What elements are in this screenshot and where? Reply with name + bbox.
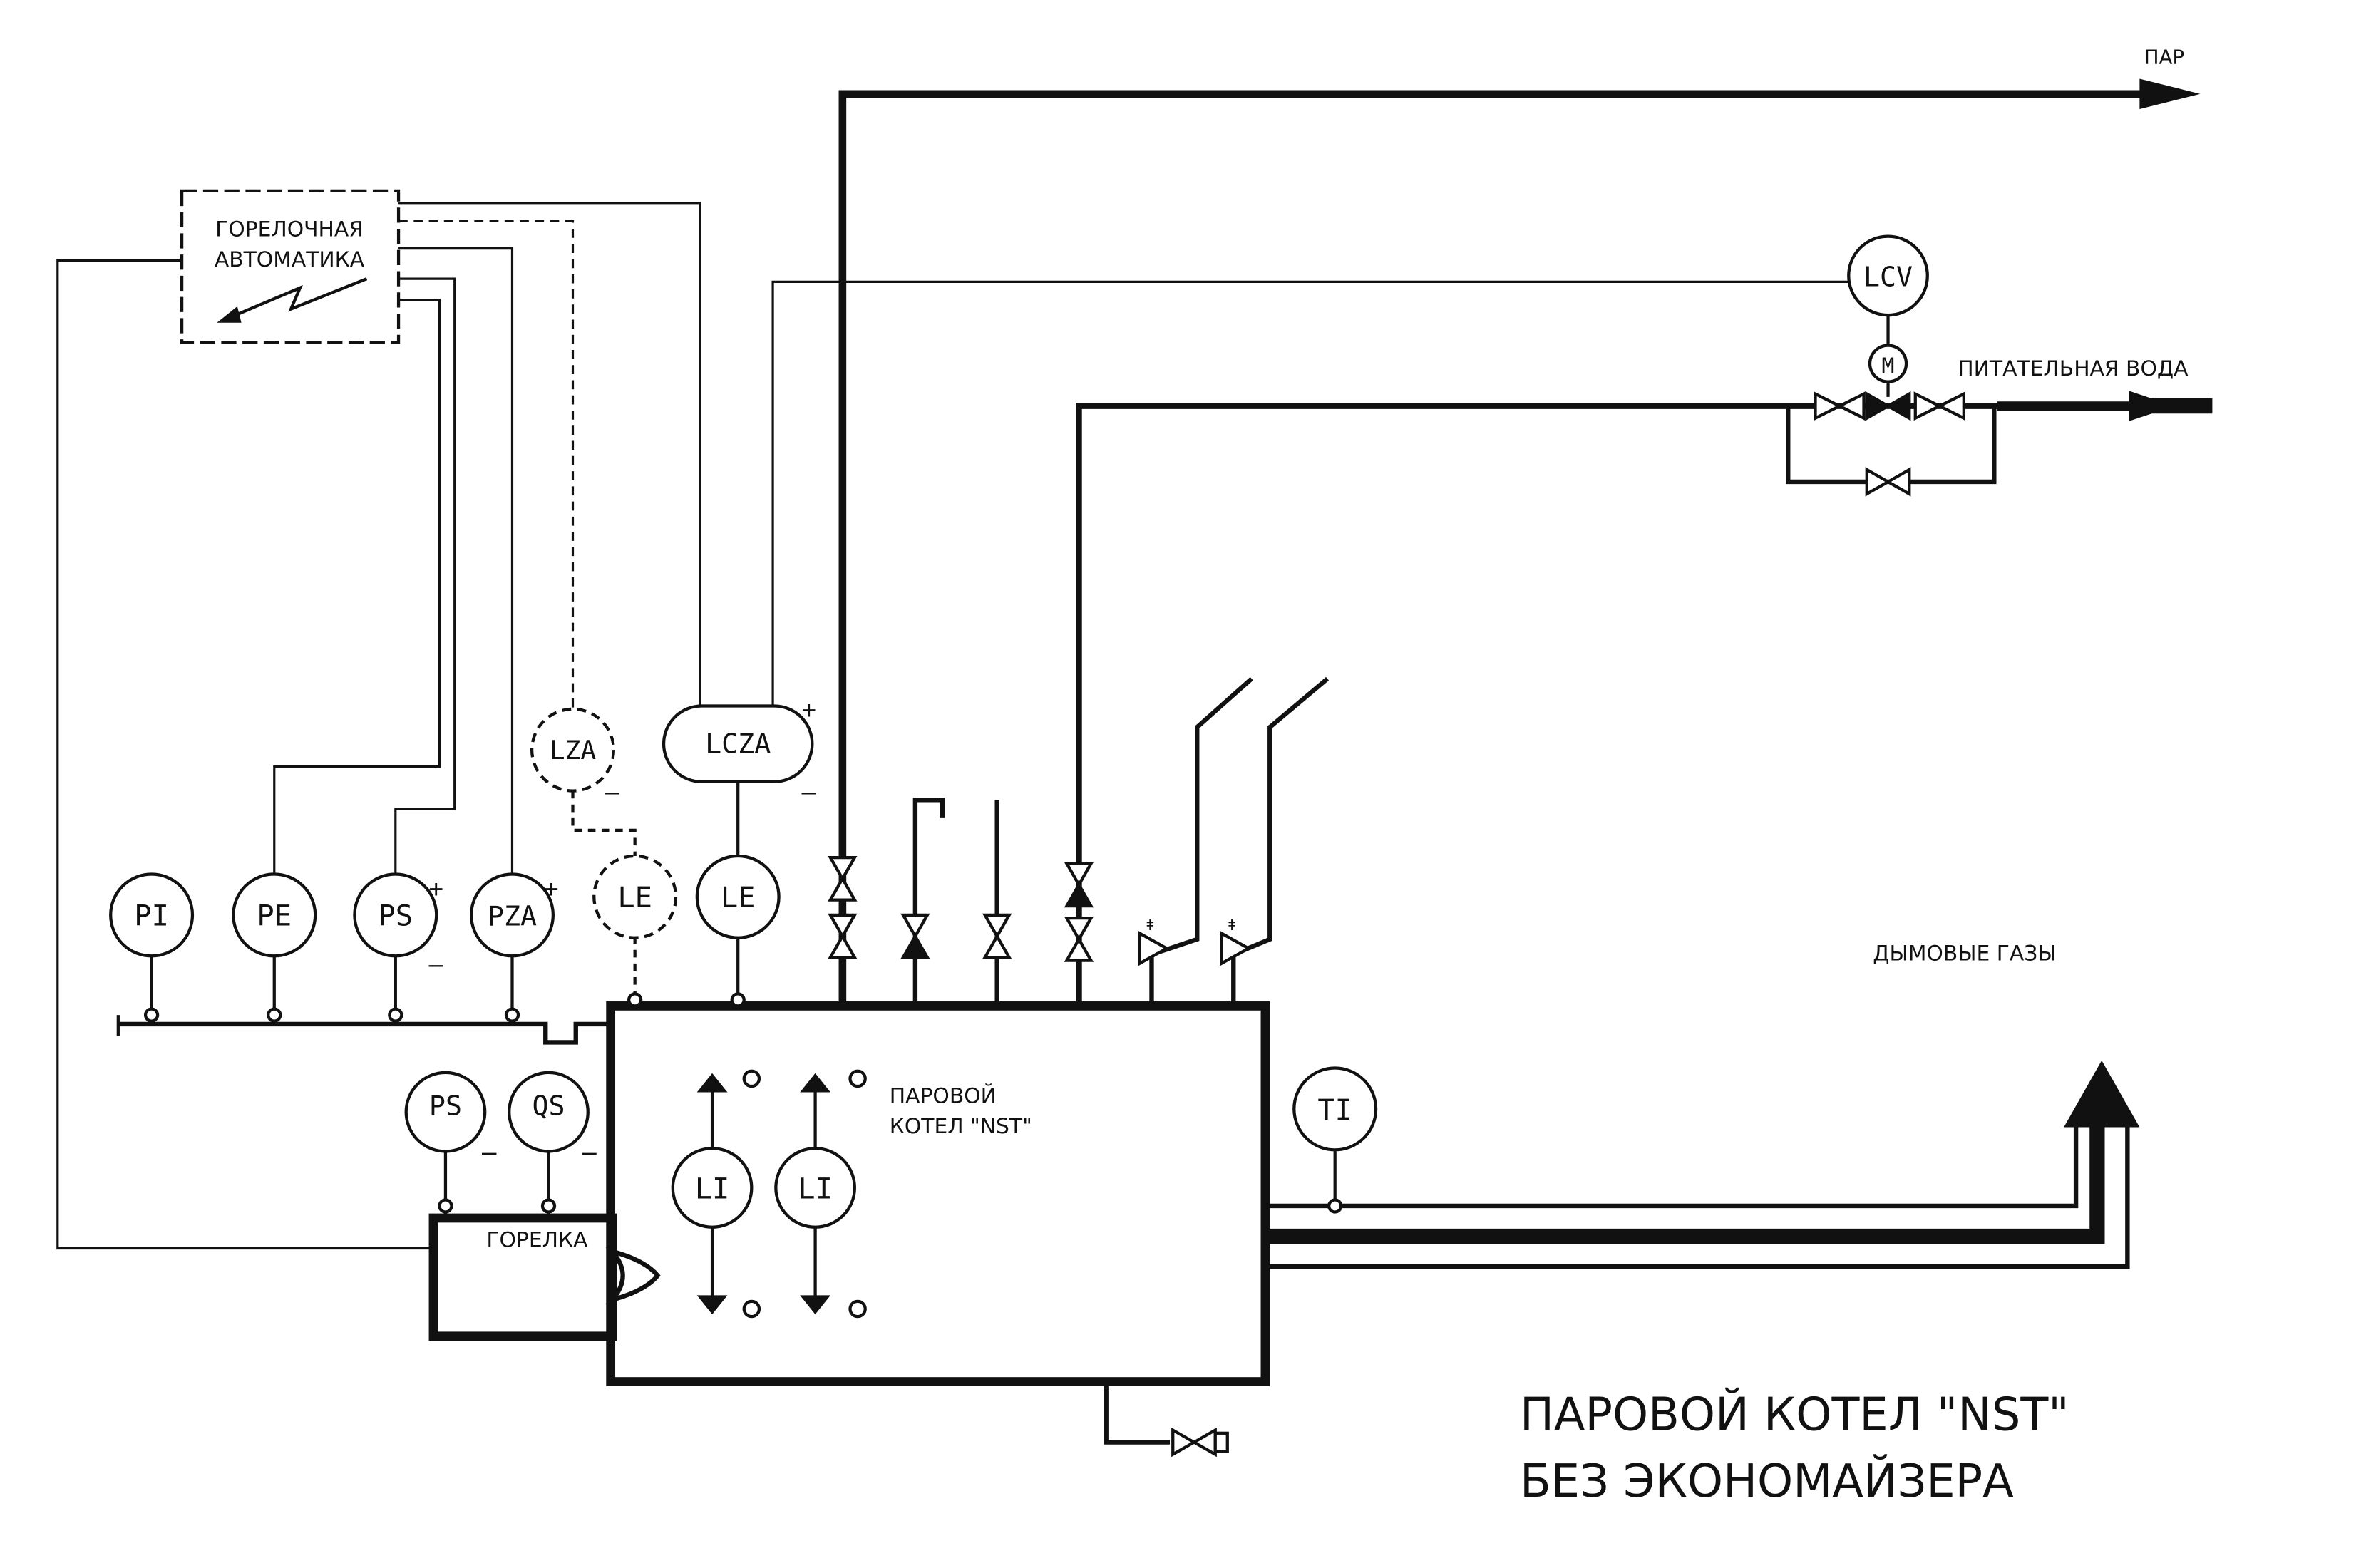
pe-tag: PE — [257, 899, 292, 933]
boiler-label-1: ПАРОВОЙ — [890, 1083, 997, 1108]
title-line-1: ПАРОВОЙ КОТЕЛ "NST" — [1520, 1388, 2069, 1442]
pi-tag: PI — [134, 899, 169, 933]
burner-label: ГОРЕЛКА — [486, 1227, 588, 1252]
ps-burner-instrument — [404, 1071, 487, 1218]
feedwater-line — [1076, 391, 2213, 1006]
lza-tag: LZA — [550, 735, 596, 765]
signal-lines — [56, 202, 701, 1250]
pza-instrument — [469, 872, 555, 1023]
safety-valve-spring-1: ǂ — [1146, 917, 1155, 934]
lza-instrument — [530, 707, 637, 856]
ps-burner-minus: – — [482, 1138, 497, 1167]
li-instrument-2 — [774, 1069, 867, 1319]
pza-plus: + — [544, 875, 558, 903]
le-tag: LE — [721, 881, 756, 914]
li-instrument-1 — [671, 1069, 761, 1319]
ti-instrument: TI — [1292, 1066, 1378, 1214]
le-instrument — [695, 781, 781, 1008]
feedwater-label: ПИТАТЕЛЬНАЯ ВОДА — [1958, 356, 2189, 381]
le-dashed-tag: LE — [617, 881, 652, 914]
burner-automation-box — [180, 189, 401, 344]
qs-tag: QS — [532, 1090, 565, 1122]
lcza-tag: LCZA — [705, 728, 771, 760]
boiler-nozzles — [912, 676, 1330, 1006]
pza-tag: PZA — [488, 901, 537, 933]
ps-burner-tag: PS — [429, 1090, 462, 1122]
ps-plus: + — [429, 875, 443, 903]
le-dashed-instrument — [592, 854, 678, 1008]
pi-instrument — [109, 872, 195, 1023]
feedwater-valves — [1814, 391, 1965, 497]
ps-minus: – — [429, 951, 444, 979]
automation-label-1: ГОРЕЛОЧНАЯ — [215, 217, 364, 242]
automation-label-2: АВТОМАТИКА — [215, 247, 365, 272]
lza-minus: – — [605, 778, 619, 806]
motor-tag: M — [1882, 354, 1895, 378]
title-line-2: БЕЗ ЭКОНОМАЙЗЕРА — [1520, 1454, 2014, 1508]
boiler-label-2: КОТЕЛ "NST" — [890, 1114, 1032, 1139]
flue-gas-label: ДЫМОВЫЕ ГАЗЫ — [1873, 942, 2056, 966]
lcza-minus: – — [801, 778, 816, 806]
drain-line — [1104, 1381, 1170, 1445]
burner-body — [428, 1213, 617, 1341]
lcza-instrument — [662, 704, 814, 783]
lza-signal-line — [398, 220, 575, 709]
lcv-tag: LCV — [1863, 262, 1913, 294]
burner-flame-icon — [605, 1247, 661, 1304]
drain-valve — [1171, 1427, 1229, 1458]
qs-instrument — [508, 1071, 590, 1218]
boiler-body — [606, 1001, 1270, 1386]
qs-minus: – — [582, 1138, 597, 1167]
pe-instrument — [232, 872, 317, 1023]
steam-label: ПАР — [2144, 45, 2184, 68]
nozzle-valves — [828, 855, 1252, 966]
lcv-signal-line — [771, 280, 1849, 721]
ti-tag: TI — [1317, 1093, 1352, 1127]
safety-valve-spring-2: ǂ — [1228, 917, 1237, 934]
ps-instrument — [353, 872, 438, 1023]
flue-gas-duct — [1265, 1060, 2140, 1269]
lcv-instrument: LCV M — [1847, 234, 1929, 397]
pressure-header — [118, 1021, 611, 1045]
li-tag-1: LI — [695, 1172, 730, 1205]
lcza-plus: + — [801, 696, 816, 725]
lightning-icon — [217, 277, 368, 323]
ps-tag: PS — [378, 899, 413, 933]
li-tag-2: LI — [798, 1172, 833, 1205]
steam-line — [838, 78, 2201, 1006]
